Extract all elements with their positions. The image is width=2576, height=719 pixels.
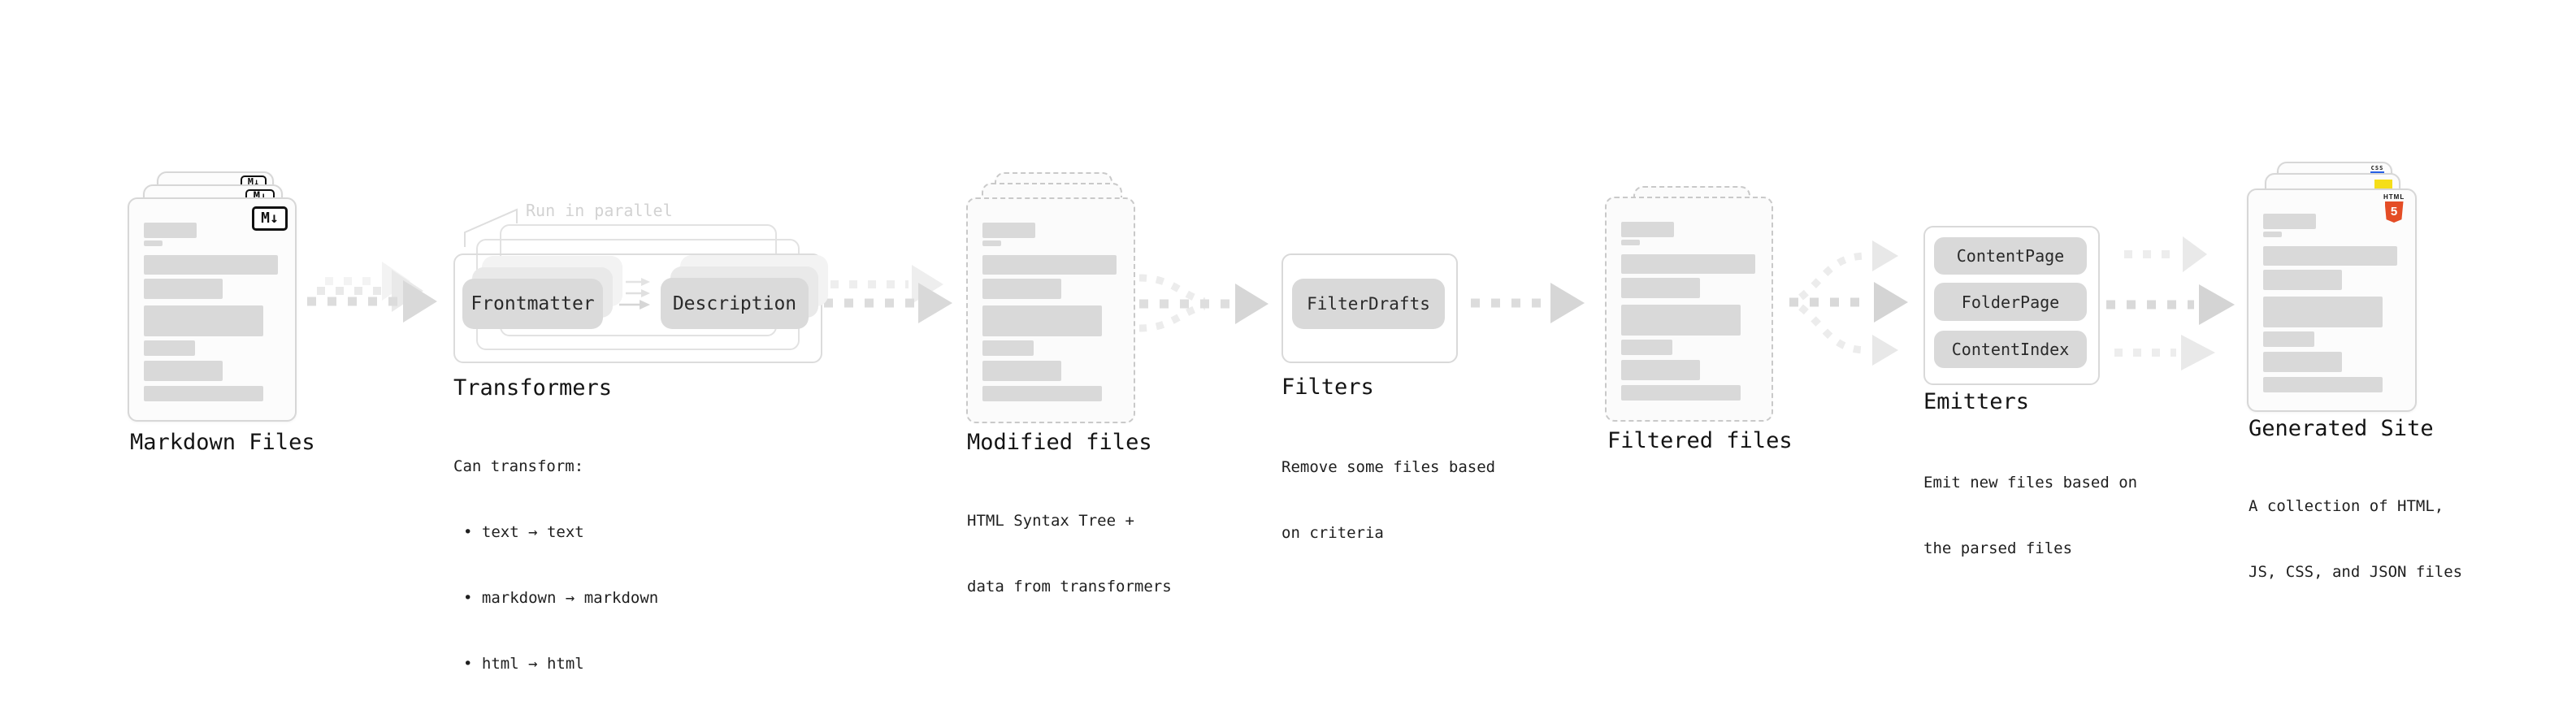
markdown-files-title: Markdown Files [130,430,315,455]
doc-text-bar [2263,270,2342,290]
markdown-icon: M↓ [252,206,288,231]
filterdrafts-pill-label: FilterDrafts [1307,294,1430,314]
transformers-desc-line: • html → html [463,655,584,673]
doc-text-bar [2263,297,2383,327]
arrow-transformers-to-modified [824,265,952,323]
transformers-desc-line: Can transform: [453,457,584,475]
transformer-group-front [453,253,822,363]
arrow-frontmatter-to-description [619,278,650,310]
doc-text-bar [2263,214,2316,229]
frontmatter-pill: Frontmatter [462,279,603,329]
emitters-description: Emit new files based on the parsed files [1923,428,2137,604]
emitters-panel: ContentPage FolderPage ContentIndex [1923,226,2100,385]
doc-text-bar [2263,331,2314,347]
emitters-title: Emitters [1923,389,2030,414]
modified-files-title: Modified files [967,430,1152,455]
arrow-emitters-to-generated [2106,236,2235,370]
arrow-filtered-to-emitters-fanout [1789,240,1908,366]
frontmatter-pill-label: Frontmatter [471,293,595,314]
doc-text-bar [1621,305,1741,336]
modified-files-description: HTML Syntax Tree + data from transformer… [967,466,1172,642]
markdown-file-card-front: M↓ [128,197,297,422]
static-site-pipeline-diagram: { "nodes": { "markdown": { "title": "Mar… [128,162,2463,673]
filters-desc-line: on criteria [1281,524,1384,542]
html5-icon: HTML 5 [2383,194,2405,223]
emitters-desc-line: Emit new files based on [1923,474,2138,492]
doc-text-bar [2263,246,2397,266]
folderpage-pill: FolderPage [1934,283,2087,321]
document-placeholder-text [2263,214,2397,392]
doc-text-bar [1621,254,1755,274]
doc-text-bar [144,240,163,246]
document-placeholder-text [982,223,1117,401]
generated-site-description: A collection of HTML, JS, CSS, and JSON … [2249,452,2462,627]
generated-desc-line: A collection of HTML, [2249,497,2444,515]
doc-text-bar [1621,278,1700,298]
doc-text-bar [982,240,1001,246]
html5-icon-label: HTML [2383,193,2405,201]
contentpage-pill: ContentPage [1934,237,2087,275]
folderpage-pill-label: FolderPage [1961,292,2060,312]
doc-text-bar [144,340,195,356]
generated-file-card-front: HTML 5 [2247,188,2417,412]
doc-text-bar [144,279,223,299]
generated-desc-line: JS, CSS, and JSON files [2249,563,2463,581]
filters-title: Filters [1281,375,1374,400]
doc-text-bar [982,361,1061,381]
js-icon [2374,180,2392,188]
run-in-parallel-annotation: Run in parallel [526,201,673,220]
document-placeholder-text [1621,222,1755,401]
modified-file-card-front [966,197,1135,423]
transformers-desc-line: • text → text [463,523,584,541]
doc-text-bar [982,305,1102,336]
html5-icon-shield: 5 [2384,201,2404,223]
doc-text-bar [982,223,1035,238]
flow-arrows [307,208,2235,370]
transformers-description: Can transform: • text → text • markdown … [453,412,658,719]
filtered-files-title: Filtered files [1607,428,1793,453]
filters-panel: FilterDrafts [1281,253,1458,363]
doc-text-bar [1621,385,1741,401]
doc-text-bar [144,305,263,336]
description-pill-label: Description [672,292,797,314]
filtered-file-card-front [1605,197,1773,422]
filters-description: Remove some files based on criteria [1281,413,1495,588]
filterdrafts-pill: FilterDrafts [1292,279,1445,329]
doc-text-bar [144,361,223,381]
run-in-parallel-leader-line [464,208,518,247]
doc-text-bar [2263,352,2342,372]
doc-text-bar [1621,222,1674,237]
transformers-title: Transformers [453,375,613,401]
doc-text-bar [982,386,1102,401]
doc-text-bar [982,340,1034,356]
arrow-modified-to-filters-funnel [1138,274,1268,332]
contentpage-pill-label: ContentPage [1956,246,2065,266]
emitters-desc-line: the parsed files [1923,539,2073,557]
doc-text-bar [1621,240,1640,245]
doc-text-bar [1621,360,1700,380]
arrow-filters-to-filtered [1471,283,1585,323]
filters-desc-line: Remove some files based [1281,458,1496,476]
description-pill: Description [661,278,809,329]
doc-text-bar [144,386,263,401]
modified-desc-line: data from transformers [967,578,1172,596]
doc-text-bar [2263,232,2282,237]
doc-text-bar [982,279,1061,299]
doc-text-bar [144,255,278,275]
transformers-desc-line: • markdown → markdown [463,589,659,607]
doc-text-bar [982,255,1117,275]
document-placeholder-text [144,223,278,401]
contentindex-pill: ContentIndex [1934,331,2087,368]
doc-text-bar [2263,377,2383,392]
modified-desc-line: HTML Syntax Tree + [967,512,1134,530]
css-icon-label: CSS [2370,165,2384,171]
generated-site-title: Generated Site [2249,416,2434,441]
contentindex-pill-label: ContentIndex [1951,340,2070,359]
arrow-markdown-to-transformers [307,262,437,323]
doc-text-bar [1621,340,1672,355]
doc-text-bar [144,223,197,238]
